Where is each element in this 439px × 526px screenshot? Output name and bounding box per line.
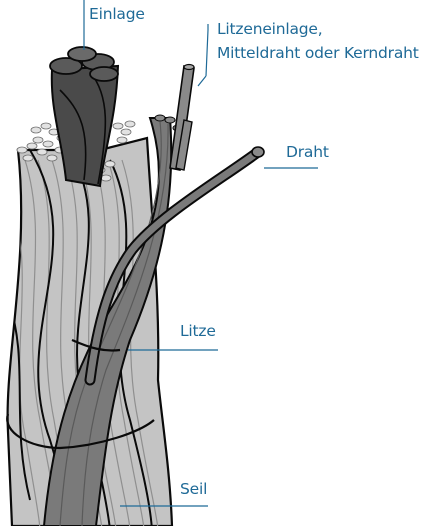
- label-einlage: Einlage: [89, 5, 145, 23]
- label-draht: Draht: [286, 143, 329, 161]
- strand-core-rods: [170, 65, 194, 171]
- label-draht-text: Draht: [286, 143, 329, 161]
- leader-litzeneinlage: [198, 24, 208, 86]
- label-litzeneinlage-line2: Mitteldraht oder Kerndraht: [217, 44, 419, 62]
- label-seil-text: Seil: [180, 480, 207, 498]
- label-litze-text: Litze: [180, 322, 216, 340]
- label-einlage-text: Einlage: [89, 5, 145, 23]
- label-litze: Litze: [180, 322, 216, 340]
- label-litzeneinlage: Litzeneinlage, Mitteldraht oder Kerndrah…: [217, 20, 419, 62]
- label-seil: Seil: [180, 480, 207, 498]
- label-litzeneinlage-line1: Litzeneinlage,: [217, 20, 419, 38]
